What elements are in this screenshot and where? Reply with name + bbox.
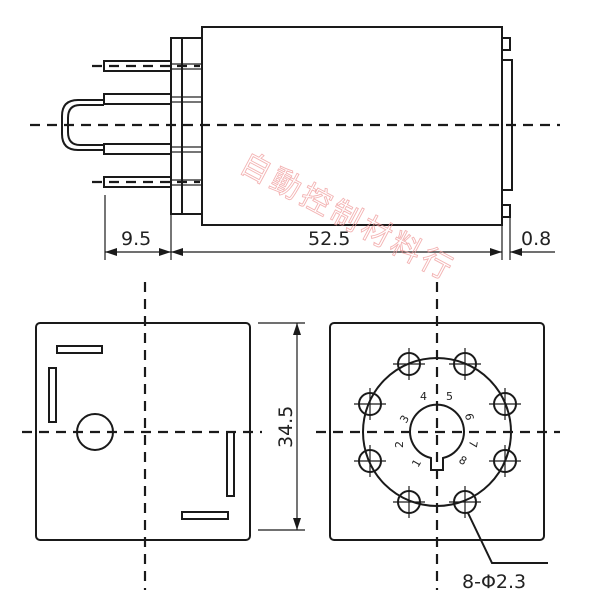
keyed-center-hole [409,403,465,471]
pin-number-2: 2 [393,441,406,448]
dim-gap: 0.8 [521,228,551,250]
slot-left [48,367,57,423]
pin-circle [362,357,512,507]
pin-number-8: 8 [457,453,470,468]
watermark-text: 自動控制材料行 [234,146,461,289]
dim-body-length: 52.5 [308,228,350,250]
hole-callout-leader [467,512,548,564]
pin-number-4: 4 [420,390,427,403]
dim-body-width: 34.5 [275,406,297,448]
dim-9-5: 9.5 [105,228,171,256]
mounting-clip [61,99,104,151]
hole-callout: 8-Φ2.3 [462,571,526,593]
side-pins [103,60,203,188]
pin-number-6: 6 [462,412,476,421]
pin-holes [354,348,521,518]
dim-0-8: 0.8 [510,228,555,256]
pin-number-7: 7 [466,439,480,448]
slot-bottom [181,511,229,520]
top-view: 34.5 [22,282,305,590]
pin-number-3: 3 [397,413,412,426]
slot-top [56,345,103,354]
slot-right [226,431,235,497]
side-view: 9.5 52.5 0.8 [30,26,560,260]
dim-52-5: 52.5 [171,228,502,256]
pin-view: 1 2 3 4 5 6 7 8 8-Φ2.3 [316,282,560,593]
pin-number-5: 5 [446,390,453,403]
dim-lead-length: 9.5 [121,228,151,250]
pin-number-1: 1 [409,457,424,470]
